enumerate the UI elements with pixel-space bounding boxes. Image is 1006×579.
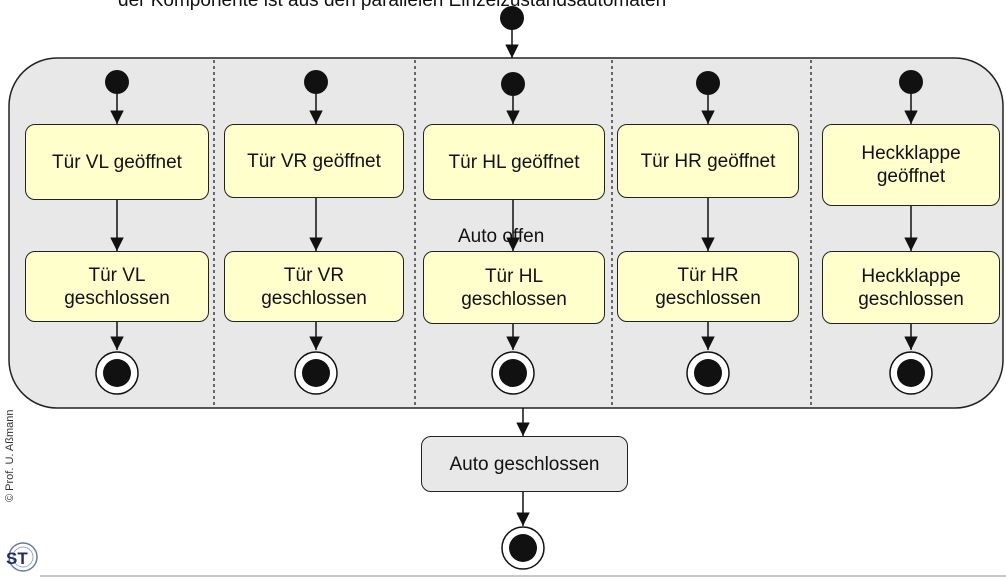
state-tuer-hr-geoeffnet: Tür HR geöffnet	[617, 124, 799, 198]
caption-text: der Komponente ist aus den parallelen Ei…	[118, 0, 667, 11]
state-tuer-hl-geoeffnet: Tür HL geöffnet	[423, 124, 605, 200]
final-node-core	[694, 359, 722, 387]
state-tuer-vr-geoeffnet: Tür VR geöffnet	[224, 124, 404, 198]
state-tuer-vl-geschlossen: Tür VL geschlossen	[25, 251, 209, 322]
initial-node	[899, 70, 923, 94]
state-heckklappe-geoeffnet: Heckklappe geöffnet	[822, 124, 1000, 206]
initial-node	[501, 72, 525, 96]
final-node-core	[897, 359, 925, 387]
state-tuer-hl-geschlossen: Tür HL geschlossen	[423, 251, 605, 324]
initial-node-top	[500, 6, 524, 30]
composite-state-label: Auto offen	[458, 226, 545, 247]
final-node-core	[499, 359, 527, 387]
st-logo: ST	[4, 540, 38, 574]
svg-text:ST: ST	[6, 549, 28, 568]
state-tuer-vr-geschlossen: Tür VR geschlossen	[224, 251, 404, 322]
final-node-bottom-core	[509, 534, 537, 562]
copyright-credit: © Prof. U. Aßmann	[4, 409, 16, 502]
initial-node	[105, 70, 129, 94]
final-node-core	[302, 359, 330, 387]
state-tuer-hr-geschlossen: Tür HR geschlossen	[617, 251, 799, 322]
initial-node	[696, 71, 720, 95]
final-node-core	[103, 359, 131, 387]
state-auto-geschlossen: Auto geschlossen	[421, 436, 628, 492]
initial-node	[304, 70, 328, 94]
state-heckklappe-geschlossen: Heckklappe geschlossen	[822, 251, 1000, 324]
state-tuer-vl-geoeffnet: Tür VL geöffnet	[25, 124, 209, 200]
footer-divider	[40, 575, 1006, 577]
